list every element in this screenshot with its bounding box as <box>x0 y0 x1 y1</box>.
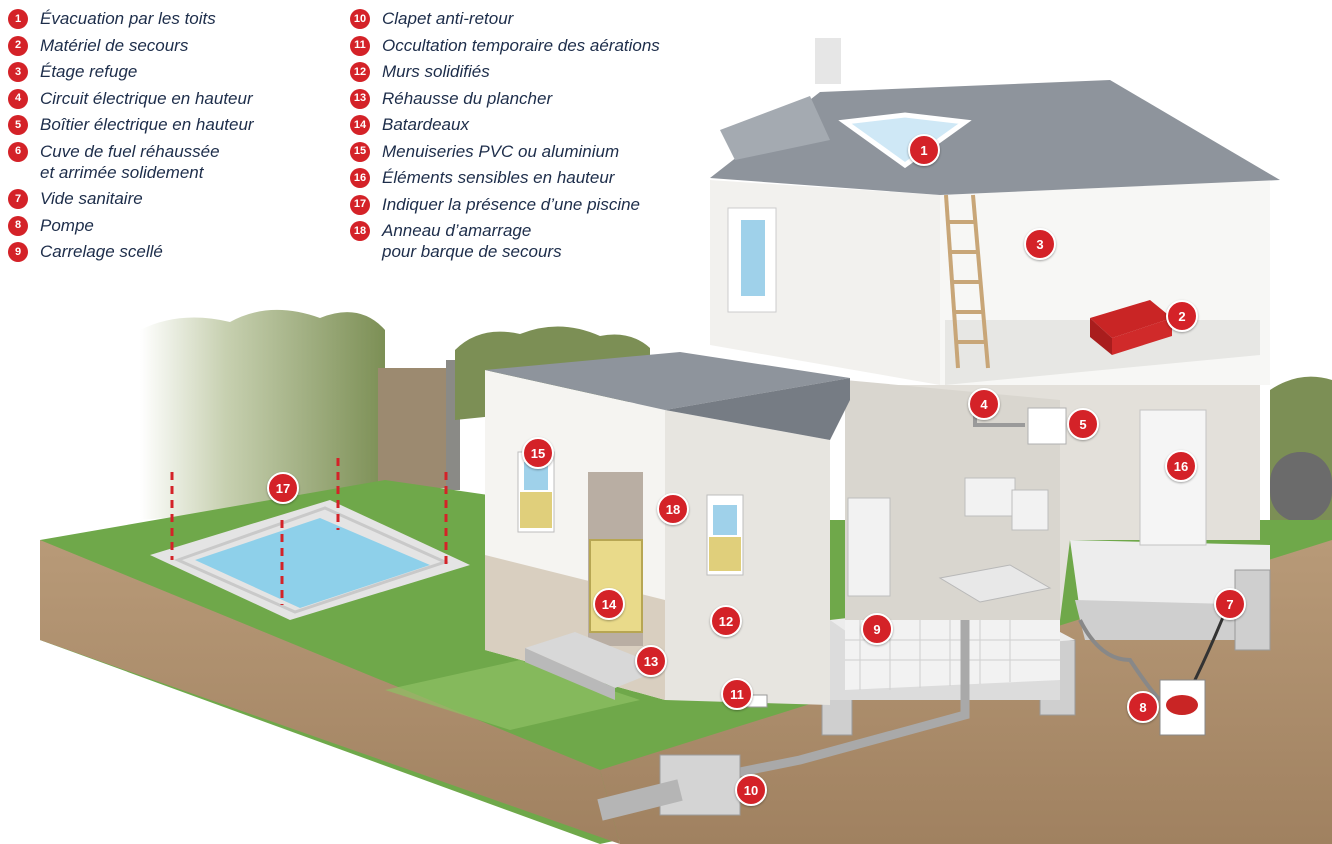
legend-label: Clapet anti-retour <box>382 9 514 28</box>
house-upper-floor <box>710 38 1280 385</box>
legend-item-2: 2 Matériel de secours <box>8 35 338 56</box>
legend-number-badge: 10 <box>350 9 370 29</box>
legend-item-7: 7 Vide sanitaire <box>8 188 338 209</box>
marker-11: 11 <box>721 678 753 710</box>
marker-8: 8 <box>1127 691 1159 723</box>
marker-18: 18 <box>657 493 689 525</box>
legend-label: Circuit électrique en hauteur <box>40 88 253 108</box>
legend-number-badge: 17 <box>350 194 370 215</box>
legend-number-badge: 11 <box>350 35 370 56</box>
legend-label: Batardeaux <box>382 115 469 134</box>
legend-number-badge: 14 <box>350 115 370 135</box>
legend-label: Matériel de secours <box>40 35 189 55</box>
legend-label: Évacuation par les toits <box>40 9 216 28</box>
legend-item-4: 4 Circuit électrique en hauteur <box>8 88 338 109</box>
legend-item-15: 15 Menuiseries PVC ou aluminium <box>350 141 750 162</box>
legend-number-badge: 9 <box>8 242 28 262</box>
marker-15: 15 <box>522 437 554 469</box>
legend-column-2: 10 Clapet anti-retour 11 Occultation tempo… <box>350 8 750 268</box>
legend-label: Anneau d’amarrage pour barque de secours <box>382 221 562 261</box>
legend-label: Indiquer la présence d’une piscine <box>382 194 641 214</box>
marker-3: 3 <box>1024 228 1056 260</box>
legend-number-badge: 15 <box>350 141 370 162</box>
legend-label: Murs solidifiés <box>382 62 490 81</box>
legend-item-11: 11 Occultation temporaire des aérations <box>350 35 750 56</box>
legend-label: Étage refuge <box>40 62 138 81</box>
legend-number-badge: 8 <box>8 215 28 236</box>
legend-item-16: 16 Éléments sensibles en hauteur <box>350 167 750 188</box>
marker-4: 4 <box>968 388 1000 420</box>
marker-16: 16 <box>1165 450 1197 482</box>
marker-1: 1 <box>908 134 940 166</box>
legend-number-badge: 7 <box>8 189 28 209</box>
legend-item-6: 6 Cuve de fuel réhaussée et arrimée solid… <box>8 141 338 183</box>
marker-9: 9 <box>861 613 893 645</box>
marker-5: 5 <box>1067 408 1099 440</box>
legend-label: Carrelage scellé <box>40 242 163 261</box>
drainage-and-pump <box>597 599 1232 821</box>
legend-item-3: 3 Étage refuge <box>8 61 338 82</box>
marker-14: 14 <box>593 588 625 620</box>
legend-number-badge: 12 <box>350 62 370 82</box>
marker-7: 7 <box>1214 588 1246 620</box>
marker-10: 10 <box>735 774 767 806</box>
legend-label: Éléments sensibles en hauteur <box>382 168 615 187</box>
legend-label: Réhausse du plancher <box>382 88 553 108</box>
legend-number-badge: 1 <box>8 9 28 29</box>
house-front-wing <box>485 352 850 708</box>
legend-item-17: 17 Indiquer la présence d’une piscine <box>350 194 750 215</box>
legend-number-badge: 3 <box>8 62 28 82</box>
legend-column-1: 1 Évacuation par les toits 2 Matériel de s… <box>8 8 338 268</box>
legend-item-1: 1 Évacuation par les toits <box>8 8 338 29</box>
legend-item-12: 12 Murs solidifiés <box>350 61 750 82</box>
house-ground-floor <box>845 380 1260 690</box>
legend-number-badge: 4 <box>8 88 28 109</box>
legend-label: Boîtier électrique en hauteur <box>40 115 254 134</box>
legend-number-badge: 13 <box>350 88 370 109</box>
legend-number-badge: 5 <box>8 115 28 135</box>
legend-number-badge: 6 <box>8 141 28 162</box>
legend-number-badge: 2 <box>8 35 28 56</box>
marker-2: 2 <box>1166 300 1198 332</box>
legend-number-badge: 18 <box>350 221 370 241</box>
legend-item-13: 13 Réhausse du plancher <box>350 88 750 109</box>
legend-item-8: 8 Pompe <box>8 215 338 236</box>
marker-12: 12 <box>710 605 742 637</box>
legend-label: Vide sanitaire <box>40 189 143 208</box>
legend-number-badge: 16 <box>350 168 370 188</box>
swimming-pool <box>150 458 470 620</box>
legend-label: Occultation temporaire des aérations <box>382 35 660 55</box>
marker-13: 13 <box>635 645 667 677</box>
legend-item-5: 5 Boîtier électrique en hauteur <box>8 114 338 135</box>
legend-label: Pompe <box>40 215 94 235</box>
legend-item-14: 14 Batardeaux <box>350 114 750 135</box>
marker-17: 17 <box>267 472 299 504</box>
legend-item-9: 9 Carrelage scellé <box>8 241 338 262</box>
legend-item-10: 10 Clapet anti-retour <box>350 8 750 29</box>
legend-label: Cuve de fuel réhaussée et arrimée solide… <box>40 141 220 182</box>
legend-item-18: 18 Anneau d’amarrage pour barque de secou… <box>350 220 750 262</box>
legend-label: Menuiseries PVC ou aluminium <box>382 141 620 161</box>
